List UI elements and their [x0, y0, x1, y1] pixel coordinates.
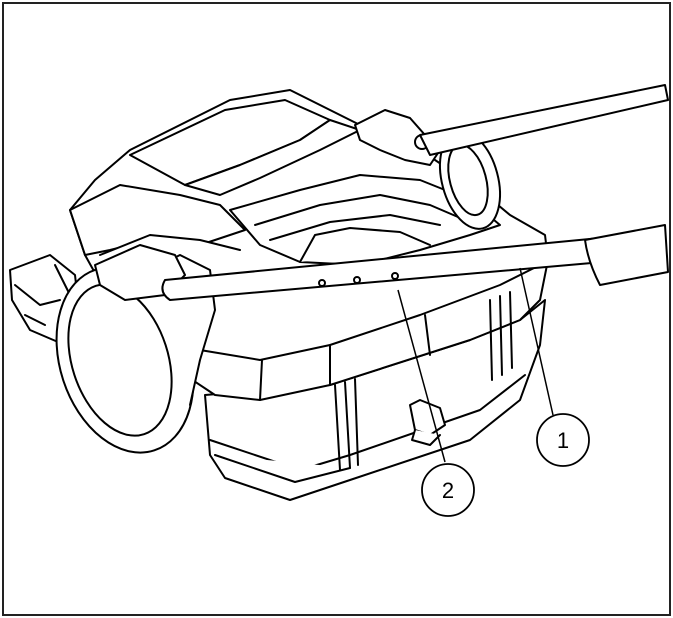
callout-1: 1 [536, 413, 590, 467]
callout-leaders [397, 267, 554, 463]
sweeper-body [9, 89, 549, 501]
handle-lower [161, 224, 669, 301]
callout-1-label: 1 [557, 428, 569, 453]
callout-2-label: 2 [442, 478, 454, 503]
leader-1 [519, 267, 554, 416]
callout-1-circle [536, 413, 590, 467]
leader-2 [397, 289, 446, 463]
callout-2-circle [421, 463, 475, 517]
handle-upper [419, 84, 669, 156]
callout-2: 2 [421, 463, 475, 517]
